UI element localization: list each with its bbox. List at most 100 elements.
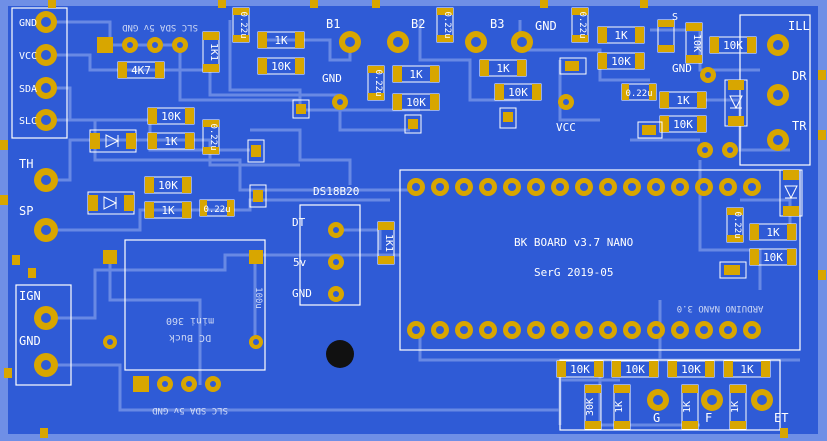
resistor: 1K	[613, 384, 631, 430]
svg-text:1K: 1K	[730, 401, 741, 413]
label-sp: SP	[19, 204, 33, 218]
resistor: 1K	[749, 223, 797, 241]
resistor: 1K	[147, 132, 195, 150]
mirror-label: SLC SDA 5v GND	[122, 22, 198, 32]
svg-text:1K: 1K	[496, 62, 510, 75]
board-author: SerG 2019-05	[534, 266, 613, 279]
svg-text:10K: 10K	[681, 363, 701, 376]
label-dt: DT	[292, 216, 306, 229]
resistor: 1K1	[377, 221, 395, 265]
resistor: 10K	[749, 248, 797, 266]
capacitor-group: 0.22u 0.22u 0.22u 0.22u 0.22u 0.22u 0.22…	[199, 7, 744, 243]
resistor: 1K	[257, 31, 305, 49]
svg-text:10K: 10K	[673, 118, 693, 131]
capacitor: 0.22u	[726, 207, 744, 243]
svg-text:0.22u: 0.22u	[577, 11, 587, 38]
label-b2: B2	[411, 17, 425, 31]
mirror-label: DC Buck	[169, 332, 211, 343]
label-gnd-bottom: GND	[19, 334, 41, 348]
resistor: 10K	[597, 52, 645, 70]
label-b1: B1	[326, 17, 340, 31]
resistor: 1K	[144, 201, 192, 219]
label-b3: B3	[490, 17, 504, 31]
svg-text:1K1: 1K1	[208, 43, 219, 61]
label-gnd-right: GND	[672, 62, 692, 75]
label-th: TH	[19, 157, 33, 171]
svg-text:10K: 10K	[723, 39, 743, 52]
resistor: 4K7	[117, 61, 165, 79]
label-5v: 5v	[293, 256, 307, 269]
svg-text:10K: 10K	[763, 251, 783, 264]
resistor-group: 4K7 1K1 1K 10K 1K 10K 1K 10K 1K 10K 10K …	[117, 19, 797, 430]
svg-text:10K: 10K	[625, 363, 645, 376]
label-ill: ILL	[788, 19, 810, 33]
resistor: 10K	[494, 83, 542, 101]
svg-text:1K1: 1K1	[383, 234, 394, 252]
label-vcc: VCC	[19, 51, 37, 62]
svg-text:10K: 10K	[161, 110, 181, 123]
resistor: 1K	[659, 91, 707, 109]
resistor: 10K	[144, 176, 192, 194]
label-tr: TR	[792, 119, 807, 133]
label-et: ET	[774, 411, 788, 425]
label-dr: DR	[792, 69, 807, 83]
resistor: 10K	[556, 360, 604, 378]
label-gnd-mid: GND	[322, 72, 342, 85]
svg-text:4K7: 4K7	[131, 64, 151, 77]
capacitor: 0.22u	[367, 65, 385, 101]
svg-text:10K: 10K	[271, 60, 291, 73]
top-pads	[332, 31, 789, 158]
board-title: BK BOARD v3.7 NANO	[514, 236, 633, 249]
resistor: 10K	[659, 115, 707, 133]
module-label: ARDUINO NANO 3.0	[677, 303, 764, 313]
svg-text:10K: 10K	[406, 96, 426, 109]
resistor: 10K	[147, 107, 195, 125]
dt-connector	[328, 222, 344, 302]
resistor: 1K	[729, 384, 747, 430]
label-g: G	[653, 411, 660, 425]
svg-text:1K: 1K	[614, 29, 628, 42]
mirror-label: SLC SDA 5v GND	[152, 405, 228, 415]
diode	[779, 169, 803, 217]
svg-text:0.22u: 0.22u	[732, 211, 742, 238]
resistor: 10K	[392, 93, 440, 111]
svg-text:10K: 10K	[691, 34, 702, 52]
i2c-header-top	[97, 37, 188, 53]
svg-text:0.22u: 0.22u	[238, 11, 248, 38]
label-gnd: GND	[19, 18, 37, 29]
resistor: 1K1	[202, 31, 220, 73]
bottom-right-pads	[647, 389, 773, 411]
label-f: F	[705, 411, 712, 425]
transistor-group	[247, 57, 747, 279]
diode-group	[87, 79, 803, 217]
svg-text:10K: 10K	[508, 86, 528, 99]
silk-text: GND VCC SDA SLC TH SP IGN GND B1 B2 B3 G…	[19, 12, 810, 425]
svg-text:1K: 1K	[274, 34, 288, 47]
resistor: 10K	[257, 57, 305, 75]
svg-text:10K: 10K	[158, 179, 178, 192]
svg-text:1K: 1K	[676, 94, 690, 107]
label-gnd-dt: GND	[292, 287, 312, 300]
resistor: 1K	[479, 59, 527, 77]
label-vcc-mid: VCC	[556, 121, 576, 134]
capacitor: 0.22u	[571, 7, 589, 43]
label-s: S	[672, 12, 678, 23]
svg-text:0.22u: 0.22u	[625, 89, 652, 99]
nano-header-top	[407, 178, 761, 196]
svg-text:10K: 10K	[611, 55, 631, 68]
resistor: 1K	[723, 360, 771, 378]
label-sda: SDA	[19, 84, 37, 95]
label-ign: IGN	[19, 289, 41, 303]
label-gnd-top: GND	[535, 19, 557, 33]
mirror-label: 100u	[253, 287, 263, 309]
diode	[87, 191, 135, 215]
diode	[89, 129, 137, 153]
capacitor: 0.22u	[199, 199, 235, 217]
svg-text:1K: 1K	[161, 204, 175, 217]
resistor: 10K	[709, 36, 757, 54]
capacitor: 0.22u	[202, 119, 220, 155]
svg-text:1K: 1K	[740, 363, 754, 376]
